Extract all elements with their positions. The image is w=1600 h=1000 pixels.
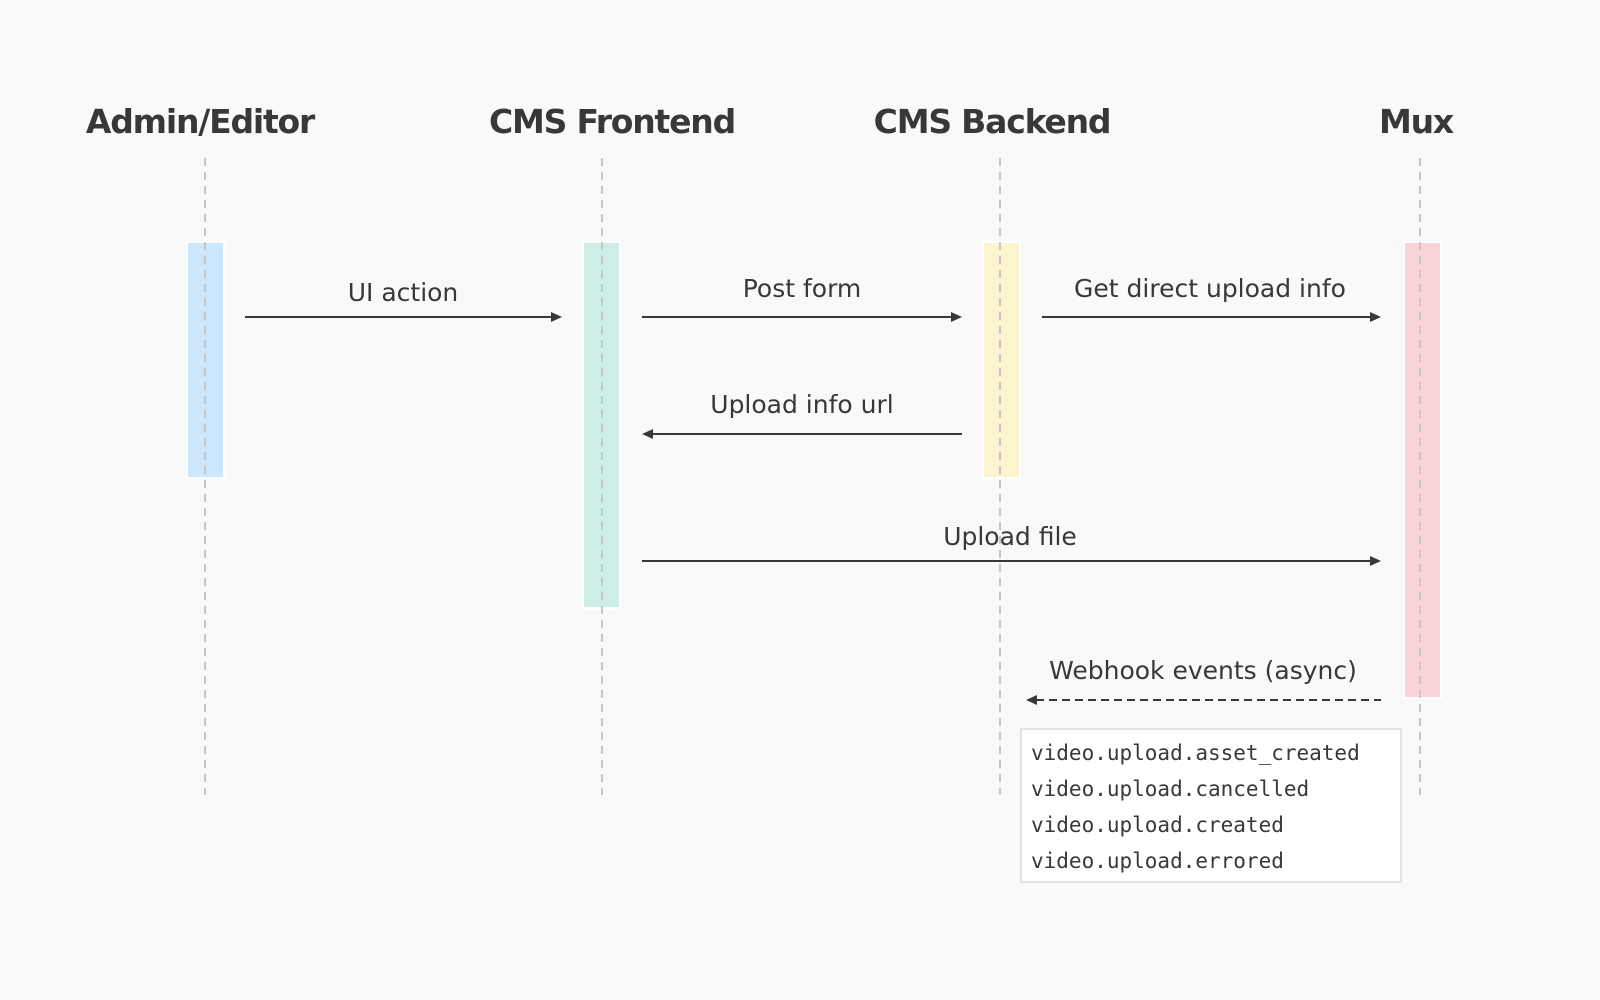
arrowhead-upload-info-url [642, 429, 653, 439]
actor-title-frontend: CMS Frontend [489, 102, 735, 141]
webhook-events-box [1020, 728, 1402, 883]
actor-title-backend: CMS Backend [874, 102, 1111, 141]
webhook-event-item: video.upload.asset_created [1031, 741, 1360, 765]
arrowhead-upload-file [1370, 556, 1381, 566]
actor-title-mux: Mux [1379, 102, 1454, 141]
actor-title-admin: Admin/Editor [86, 102, 316, 141]
activation-bar-mux [1403, 241, 1442, 699]
webhook-event-item: video.upload.errored [1031, 849, 1284, 873]
activation-bar-backend [982, 241, 1021, 479]
message-label-upload-info-url: Upload info url [710, 390, 893, 419]
arrowhead-webhook-events [1026, 695, 1037, 705]
arrowhead-ui-action [551, 312, 562, 322]
message-label-ui-action: UI action [348, 278, 459, 307]
webhook-event-item: video.upload.cancelled [1031, 777, 1309, 801]
arrowhead-post-form [951, 312, 962, 322]
arrowhead-get-upload-info [1370, 312, 1381, 322]
webhook-event-item: video.upload.created [1031, 813, 1284, 837]
message-label-webhook-events: Webhook events (async) [1049, 656, 1357, 685]
message-label-upload-file: Upload file [943, 522, 1077, 551]
message-label-get-upload-info: Get direct upload info [1074, 274, 1346, 303]
message-label-post-form: Post form [743, 274, 862, 303]
